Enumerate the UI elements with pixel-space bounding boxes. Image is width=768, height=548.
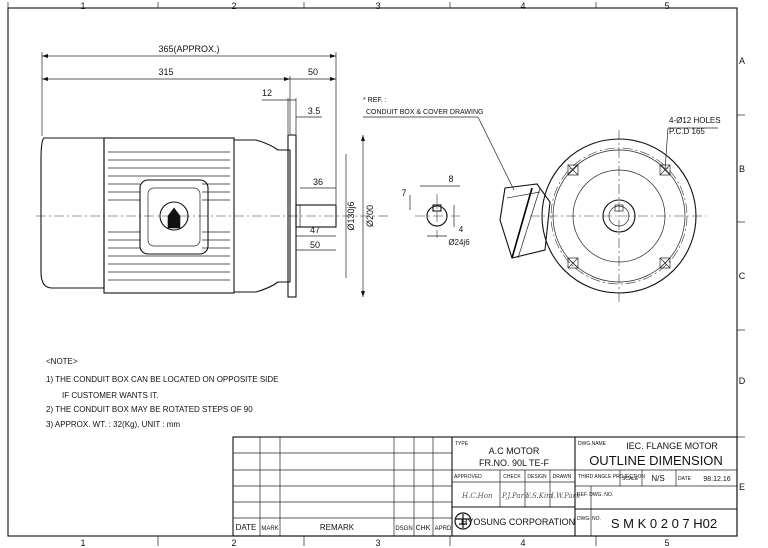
scale-value: N/S (651, 474, 664, 483)
dwg-name-line-1: IEC. FLANGE MOTOR (626, 441, 718, 451)
signature-design: Y.S.Kim (526, 492, 553, 500)
pcd-callout: P.C.D 165 (669, 127, 705, 136)
dwg-no-value: S M K 0 2 0 7 H02 (611, 516, 717, 531)
row-label: E (739, 482, 745, 492)
dim-flange-spigot: 12 (262, 88, 272, 98)
col-label-top: 5 (664, 1, 669, 11)
company-name: HYOSUNG CORPORATION (461, 517, 575, 527)
dim-flange-dia: Ø200 (365, 205, 375, 227)
dim-flange-thickness: 3.5 (308, 106, 321, 116)
note-item: 3) APPROX. WT. : 32(Kg), UNIT : mm (46, 420, 180, 429)
dim-overall-length: 365(APPROX.) (158, 44, 219, 54)
rev-header-dsgn: DSGN (395, 526, 412, 532)
title-block: DATE MARK REMARK DSGN CHK APRD TYPE A.C … (232, 436, 738, 537)
holes-callout: 4-Ø12 HOLES (669, 116, 721, 125)
note-item: 2) THE CONDUIT BOX MAY BE ROTATED STEPS … (46, 405, 253, 414)
grid-column-labels: 1 2 3 4 5 1 2 3 4 5 (80, 1, 669, 548)
rev-header-remark: REMARK (320, 523, 355, 532)
design-label: DESIGN (527, 474, 547, 480)
side-view-dimensions: 365(APPROX.) 315 50 12 3.5 36 Ø130j6 Ø20… (41, 44, 375, 297)
rev-header-chk: CHK (416, 525, 431, 532)
date-value: 98.12.16 (703, 476, 730, 483)
ref-dwg-label: REF. DWG. NO. (577, 492, 613, 498)
projection-label: THIRD ANGLE PROJECTION (578, 474, 645, 480)
col-label-top: 1 (80, 1, 85, 11)
signature-approved: H.C.Hon (461, 492, 493, 500)
dim-shaft-offset: 36 (313, 177, 323, 187)
drawing-number-section: REF. DWG. NO. DWG. NO. S M K 0 2 0 7 H02 (575, 486, 737, 536)
ref-label: * REF. : (363, 97, 387, 104)
drawing-name-section: DWG.NAME IEC. FLANGE MOTOR OUTLINE DIMEN… (575, 441, 737, 471)
dwg-name-label: DWG.NAME (578, 441, 607, 447)
row-label: A (739, 56, 745, 66)
col-label-bottom: 5 (664, 538, 669, 548)
type-section: TYPE A.C MOTOR FR.NO. 90L TE-F (452, 437, 576, 536)
col-label-bottom: 3 (375, 538, 380, 548)
mounting-holes (567, 164, 671, 269)
cooling-fins (108, 151, 230, 281)
dim-body-length: 315 (158, 67, 173, 77)
rev-header-aprd: APRD (435, 526, 452, 532)
col-label-bottom: 2 (231, 538, 236, 548)
ref-description: CONDUIT BOX & COVER DRAWING (366, 109, 483, 116)
note-item: 1) THE CONDUIT BOX CAN BE LOCATED ON OPP… (46, 375, 279, 384)
dim-key-depth: 7 (401, 188, 406, 198)
rev-header-date: DATE (236, 523, 257, 532)
dwg-no-label: DWG. NO. (577, 516, 601, 522)
annotations: * REF. : CONDUIT BOX & COVER DRAWING 4-Ø… (363, 97, 721, 191)
revision-table: DATE MARK REMARK DSGN CHK APRD (233, 437, 453, 536)
col-label-top: 4 (520, 1, 525, 11)
projection-scale-date: THIRD ANGLE PROJECTION SCALE N/S DATE 98… (575, 470, 737, 487)
col-label-top: 2 (231, 1, 236, 11)
check-label: CHECK (503, 474, 521, 480)
type-line-1: A.C MOTOR (489, 446, 540, 456)
dim-shaft-length: 50 (308, 67, 318, 77)
row-label: D (739, 376, 746, 386)
notes: <NOTE> 1) THE CONDUIT BOX CAN BE LOCATED… (46, 357, 279, 429)
notes-heading: <NOTE> (46, 357, 78, 366)
dwg-name-line-2: OUTLINE DIMENSION (589, 453, 723, 468)
dim-spigot-dia: Ø130j6 (346, 201, 356, 230)
company-section: HYOSUNG CORPORATION (454, 512, 575, 530)
dim-key-width: 8 (448, 174, 453, 184)
motor-side-view (36, 134, 388, 298)
row-label: B (739, 164, 745, 174)
dim-key-height: 4 (459, 225, 464, 234)
note-item: IF CUSTOMER WANTS IT. (62, 391, 158, 400)
scale-label: SCALE (622, 476, 639, 482)
approved-label: APPROVED (454, 474, 482, 480)
rev-header-mark: MARK (261, 526, 278, 532)
shaft-section-view: 8 7 4 Ø24j6 (401, 174, 470, 247)
type-line-2: FR.NO. 90L TE-F (479, 458, 550, 468)
dim-shoulder-50: 50 (310, 240, 320, 250)
dim-shoulder-47: 47 (310, 225, 320, 235)
signature-check: P.J.Park (501, 492, 528, 500)
type-label: TYPE (455, 441, 469, 447)
approval-boxes: APPROVED CHECK DESIGN DRAWN H.C.Hon P.J.… (452, 470, 580, 508)
signature-drawn: I.W.Park (550, 492, 580, 500)
row-label: C (739, 271, 746, 281)
col-label-top: 3 (375, 1, 380, 11)
date-label: DATE (678, 476, 692, 482)
dim-shaft-dia: Ø24j6 (448, 238, 470, 247)
grid-row-labels: A B C D E (739, 56, 746, 492)
col-label-bottom: 4 (520, 538, 525, 548)
drawn-label: DRAWN (553, 474, 572, 480)
col-label-bottom: 1 (80, 538, 85, 548)
hyosung-logo-icon (454, 512, 472, 530)
motor-front-view (499, 127, 718, 302)
